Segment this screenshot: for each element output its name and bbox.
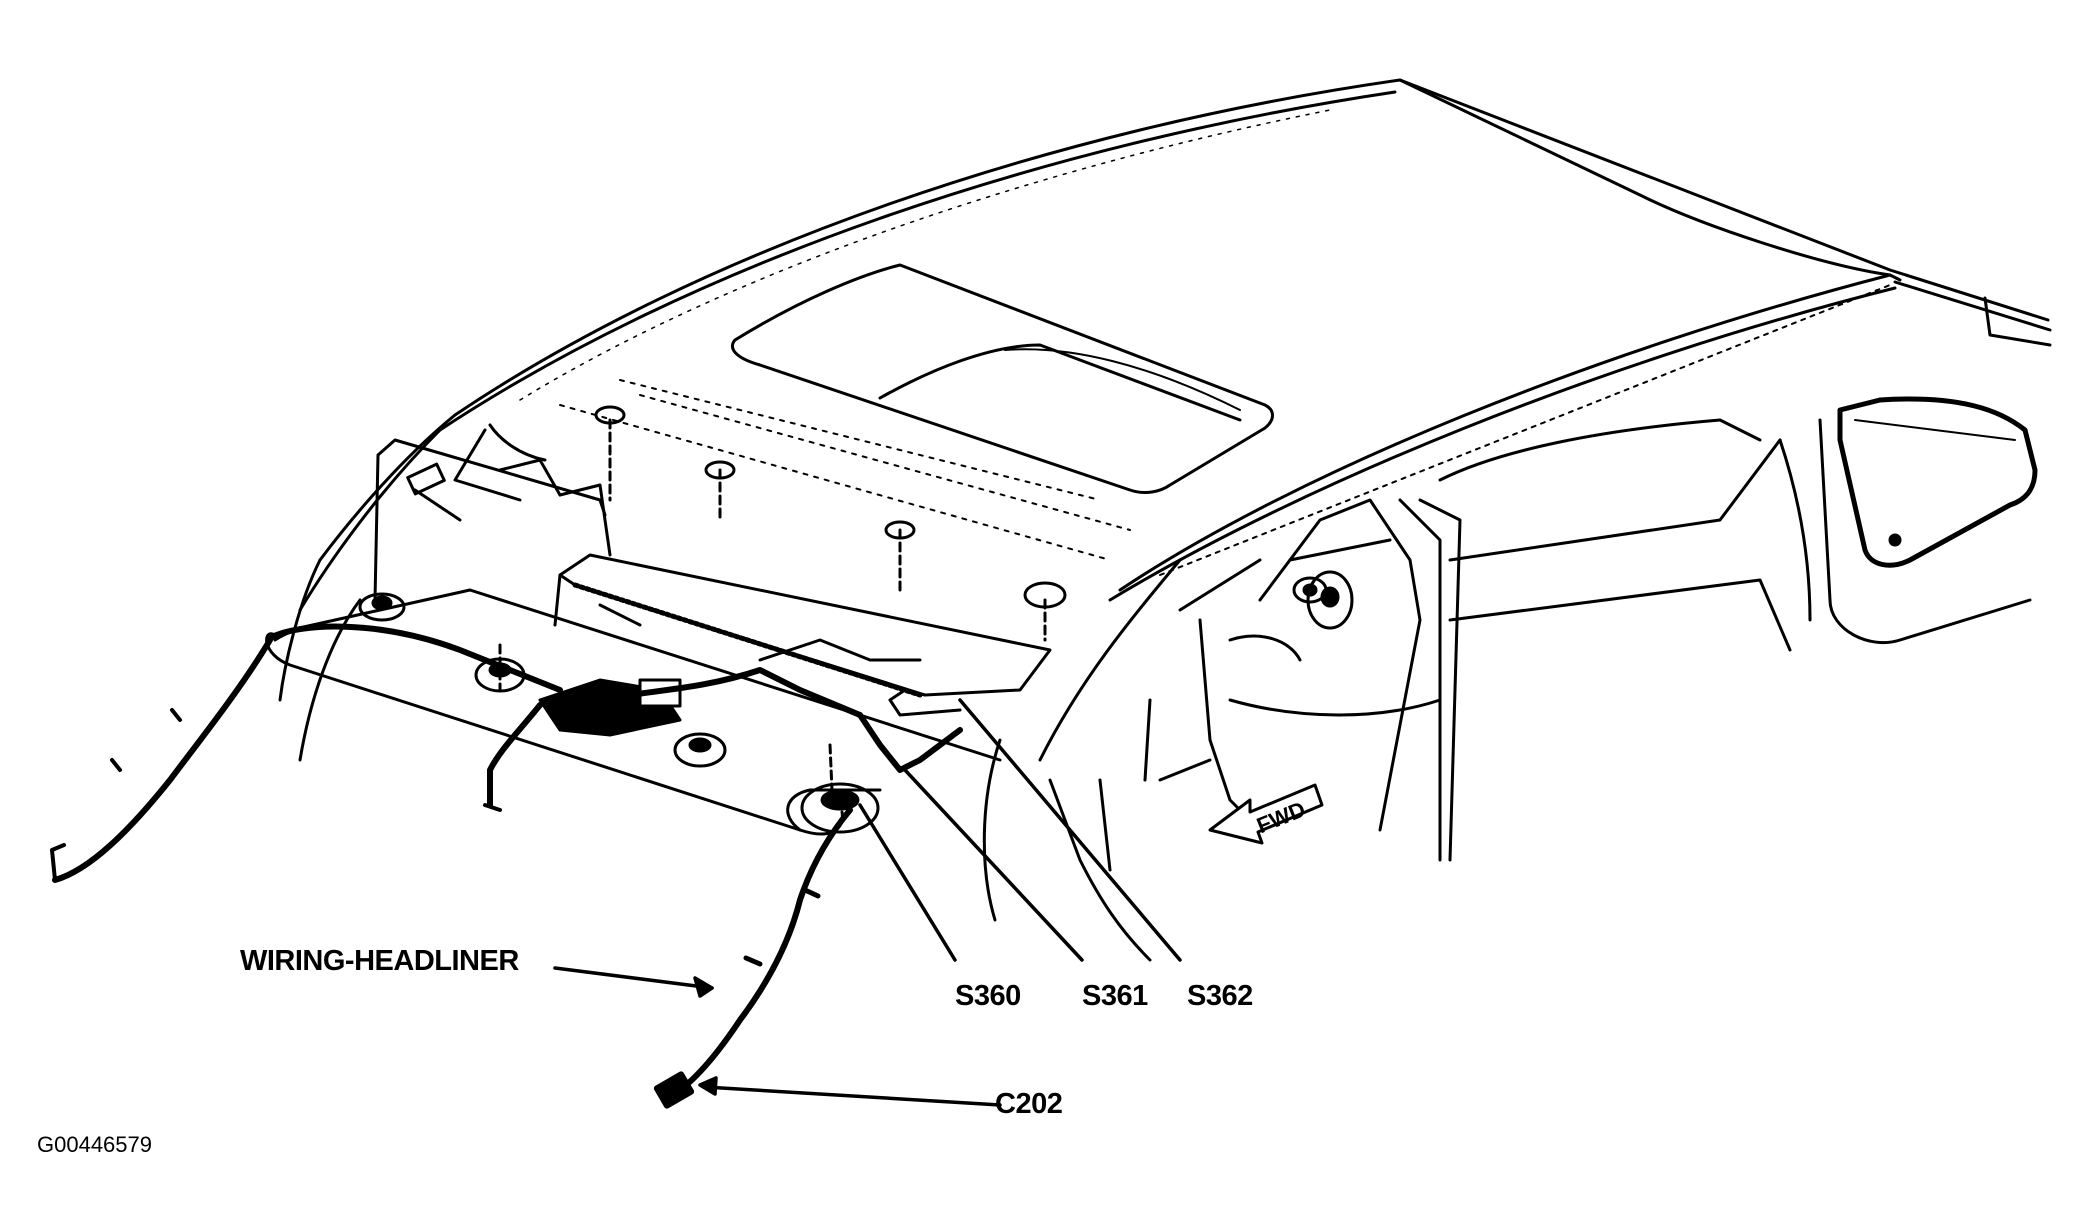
headliner-wiring-harness	[50, 623, 963, 1109]
mounting-pads	[358, 405, 1067, 834]
sunroof-opening	[553, 553, 1052, 717]
label-s361: S361	[1082, 980, 1148, 1012]
label-wiring-headliner: WIRING-HEADLINER	[240, 945, 519, 977]
roof-panel	[438, 78, 2052, 602]
figure-id: G00446579	[37, 1132, 152, 1157]
side-body-structure	[982, 396, 2038, 962]
label-s362: S362	[1187, 980, 1253, 1012]
callout-leaders	[553, 698, 1182, 1107]
label-s360: S360	[955, 980, 1021, 1012]
headliner-edge	[559, 379, 1131, 561]
sunroof-glass	[730, 263, 1274, 494]
label-c202: C202	[995, 1088, 1063, 1120]
overhead-console-bracket	[373, 423, 607, 602]
